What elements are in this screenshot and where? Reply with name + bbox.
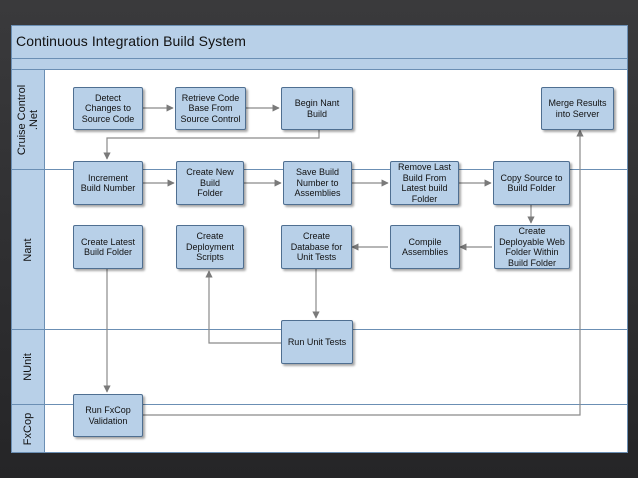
lane-separator (12, 404, 627, 405)
step-save-build-number: Save Build Number to Assemblies (283, 161, 352, 205)
step-run-fxcop: Run FxCop Validation (73, 394, 143, 437)
lane-header-fxcop: FxCop (12, 405, 45, 452)
connector-layer (103, 104, 584, 416)
step-remove-last-build: Remove Last Build From Latest build Fold… (390, 161, 459, 205)
step-begin-nant-build: Begin Nant Build (281, 87, 353, 130)
diagram-canvas: Continuous Integration Build System Crui… (11, 25, 628, 453)
step-detect-changes: Detect Changes to Source Code (73, 87, 143, 130)
lane-header-ccnet: Cruise Control .Net (12, 70, 45, 169)
lane-header-nant: Nant (12, 170, 45, 329)
step-increment-build-number: Increment Build Number (73, 161, 143, 205)
diagram-title: Continuous Integration Build System (16, 33, 246, 49)
step-run-unit-tests: Run Unit Tests (281, 320, 353, 364)
lane-header-nunit: NUnit (12, 330, 45, 404)
step-compile-assemblies: Compile Assemblies (390, 225, 460, 269)
step-create-latest-build-folder: Create Latest Build Folder (73, 225, 143, 269)
step-create-database: Create Database for Unit Tests (281, 225, 352, 269)
arrow-fxcop-to-merge (143, 129, 584, 416)
arrow-unit-to-deploy (205, 270, 281, 344)
step-copy-source: Copy Source to Build Folder (493, 161, 570, 205)
step-merge-results: Merge Results into Server (541, 87, 614, 130)
title-bar: Continuous Integration Build System (12, 26, 627, 59)
step-create-deployment-scripts: Create Deployment Scripts (176, 225, 244, 269)
title-sub-bar (12, 59, 627, 70)
arrow-begin-to-increment (103, 130, 320, 160)
step-create-deployable-web-folder: Create Deployable Web Folder Within Buil… (494, 225, 570, 269)
step-create-new-build-folder: Create New Build Folder (176, 161, 244, 205)
step-retrieve-code: Retrieve Code Base From Source Control (175, 87, 246, 130)
